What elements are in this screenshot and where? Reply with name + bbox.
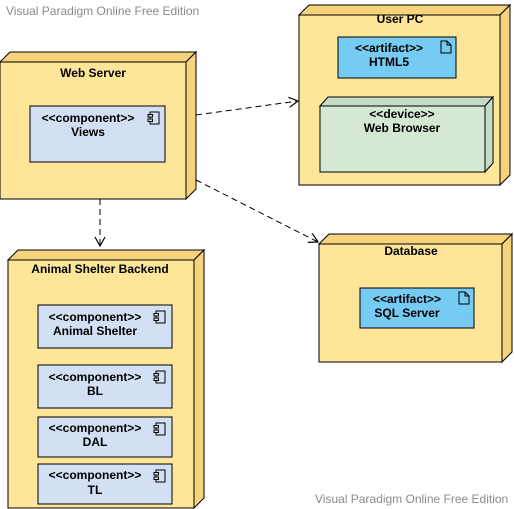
component-views[interactable]: <<component>> Views [29,105,166,163]
component-name: BL [87,384,103,398]
stereotype-label: <<component>> [49,370,142,384]
stereotype-label: <<component>> [49,310,142,324]
stereotype-label: <<component>> [42,111,135,125]
component-icon [153,370,166,384]
component-bl[interactable]: <<component>> BL [37,364,173,409]
node-title: User PC [377,12,424,26]
component-dal[interactable]: <<component>> DAL [37,416,173,458]
stereotype-label: <<component>> [49,421,142,435]
component-icon [147,111,160,125]
artifact-name: SQL Server [374,306,439,320]
artifact-sql-server[interactable]: <<artifact>> SQL Server [359,287,475,329]
edge-webserver-to-userpc[interactable] [195,96,300,116]
component-icon [153,469,166,483]
component-name: Animal Shelter [53,324,137,338]
stereotype-label: <<component>> [49,468,142,482]
component-name: Views [71,125,105,139]
stereotype-label: <<device>> [369,107,434,121]
node-title: Database [384,244,438,258]
component-animal-shelter[interactable]: <<component>> Animal Shelter [37,304,173,349]
watermark-top: Visual Paradigm Online Free Edition [6,4,200,18]
device-web-browser[interactable]: <<device>> Web Browser [318,95,495,174]
stereotype-label: <<artifact>> [355,41,423,55]
edge-webserver-to-database[interactable] [195,179,320,243]
component-name: TL [88,483,103,497]
component-icon [153,422,166,436]
artifact-name: HTML5 [369,55,409,69]
component-icon [153,310,166,324]
artifact-html5[interactable]: <<artifact>> HTML5 [337,36,457,79]
document-icon [458,291,470,305]
node-title: Animal Shelter Backend [31,262,168,276]
watermark-bottom: Visual Paradigm Online Free Edition [315,492,509,506]
device-name: Web Browser [364,121,441,135]
document-icon [440,40,452,54]
stereotype-label: <<artifact>> [373,292,441,306]
component-tl[interactable]: <<component>> TL [37,463,173,505]
component-name: DAL [83,435,108,449]
node-title: Web Server [60,66,126,80]
